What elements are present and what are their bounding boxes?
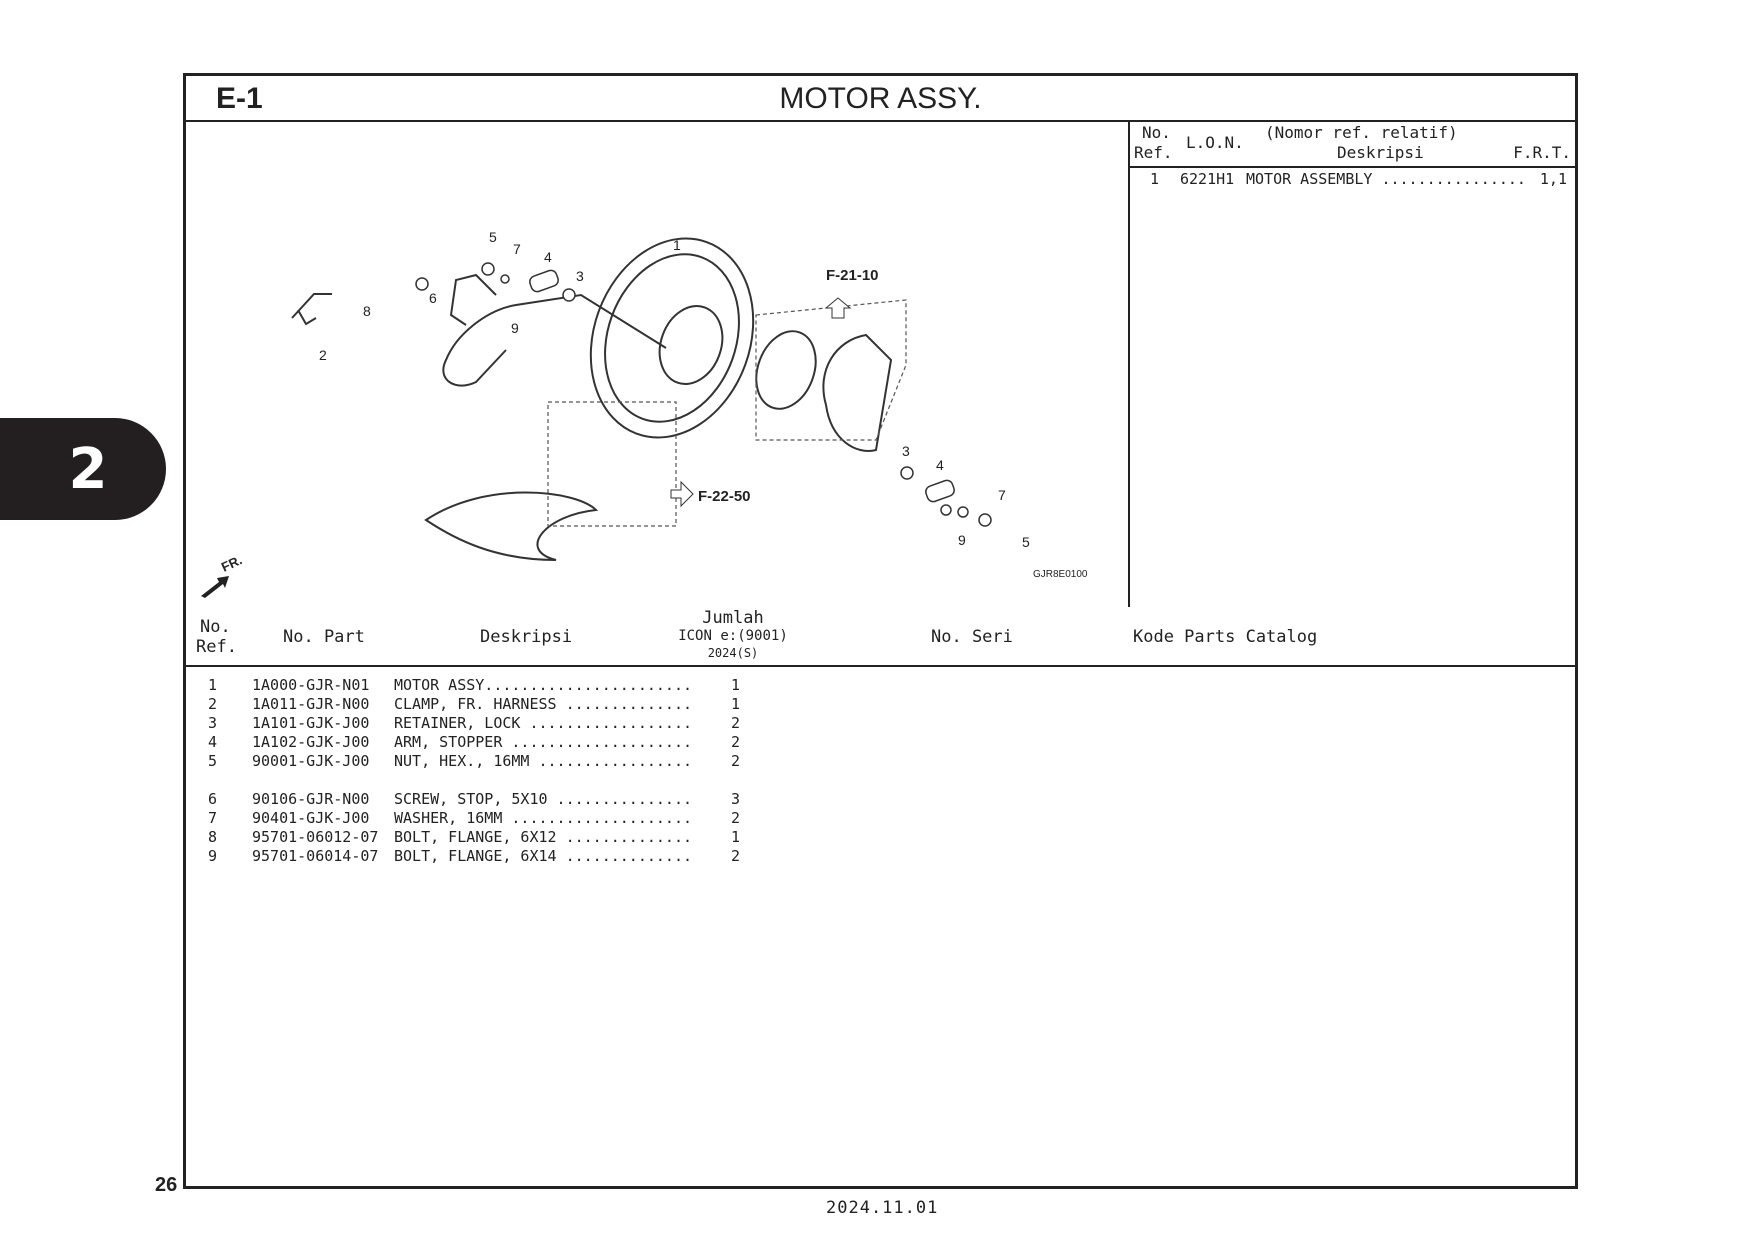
cell-description: ARM, STOPPER ....................: [394, 733, 693, 751]
lon-table-header: No. Ref. L.O.N. (Nomor ref. relatif) Des…: [1128, 120, 1575, 168]
figure-code: GJR8E0100: [1033, 569, 1088, 580]
hdr-desc: Deskripsi: [480, 627, 573, 647]
cell-description: BOLT, FLANGE, 6X12 ..............: [394, 828, 693, 846]
cell-quantity: 2: [731, 752, 741, 770]
title-row: E-1 MOTOR ASSY.: [186, 76, 1575, 122]
cell-ref: 6: [208, 790, 218, 808]
cell-part-number: 1A101-GJK-J00: [252, 714, 370, 732]
cell-quantity: 2: [731, 847, 741, 865]
cell-description: SCREW, STOP, 5X10 ...............: [394, 790, 693, 808]
parts-table-header: No. Ref. No. Part Deskripsi Jumlah ICON …: [186, 609, 1575, 667]
callout-7b: 7: [998, 487, 1006, 503]
direction-label: FR.: [219, 552, 244, 574]
section-code: E-1: [216, 82, 263, 115]
hdr-qty: Jumlah: [702, 608, 764, 628]
labor-operation-table: No. Ref. L.O.N. (Nomor ref. relatif) Des…: [1128, 120, 1575, 607]
cell-quantity: 1: [731, 828, 741, 846]
hdr-lon: L.O.N.: [1186, 133, 1244, 152]
brake-panel: [822, 333, 893, 452]
cell-description: NUT, HEX., 16MM .................: [394, 752, 693, 770]
ref-f-21-10[interactable]: F-21-10: [826, 267, 879, 284]
cell-description: WASHER, 16MM ....................: [394, 809, 693, 827]
motor-hub: [658, 305, 724, 385]
arrow-right-icon: [670, 480, 694, 508]
cell-ref: 7: [208, 809, 218, 827]
hdr-model: ICON e:(9001): [678, 628, 788, 644]
page-number: 26: [155, 1174, 178, 1196]
lon-desc: MOTOR ASSEMBLY ................: [1246, 170, 1526, 188]
callout-9b: 9: [958, 532, 966, 548]
publish-date: 2024.11.01: [826, 1198, 939, 1218]
lon-row: 1 6221H1 MOTOR ASSEMBLY ................…: [1128, 170, 1575, 189]
hdr-frt: F.R.T.: [1513, 143, 1571, 162]
hdr-part: No. Part: [283, 627, 365, 647]
cell-part-number: 1A102-GJK-J00: [252, 733, 370, 751]
cell-quantity: 2: [731, 809, 741, 827]
cell-ref: 2: [208, 695, 218, 713]
hdr-catalog: Kode Parts Catalog: [1133, 627, 1318, 647]
cell-ref: 8: [208, 828, 218, 846]
cell-ref: 4: [208, 733, 218, 751]
harness-clamp: [291, 293, 332, 326]
hdr-no: No.: [200, 617, 231, 637]
cell-part-number: 90106-GJR-N00: [252, 790, 370, 808]
callout-9: 9: [511, 320, 519, 336]
cell-part-number: 1A011-GJR-N00: [252, 695, 370, 713]
cell-ref: 9: [208, 847, 218, 865]
callout-4b: 4: [936, 457, 944, 473]
callout-5b: 5: [1022, 534, 1030, 550]
cell-description: CLAMP, FR. HARNESS ..............: [394, 695, 693, 713]
cell-part-number: 90401-GJK-J00: [252, 809, 370, 827]
callout-2: 2: [319, 347, 327, 363]
hdr-ref: Ref.: [1134, 143, 1173, 162]
lon-frt: 1,1: [1539, 170, 1567, 188]
lon-ref: 1: [1150, 170, 1160, 188]
wheel-rim: [589, 237, 755, 439]
motor-cable: [442, 273, 667, 387]
diagram-drawing: 1 2 3 4 5 6 7 8 9 3 4 5 7 9 F-21-10 F-22…: [201, 229, 1088, 598]
callout-5: 5: [489, 229, 497, 245]
page-title: MOTOR ASSY.: [779, 82, 982, 115]
cell-ref: 1: [208, 676, 218, 694]
cell-part-number: 95701-06012-07: [252, 828, 379, 846]
cell-description: MOTOR ASSY.......................: [394, 676, 693, 694]
section-tab: 2: [0, 418, 166, 520]
hdr-year: 2024(S): [707, 646, 759, 660]
callout-3: 3: [576, 268, 584, 284]
cell-quantity: 1: [731, 695, 741, 713]
hdr-ref: Ref.: [196, 637, 237, 657]
cell-ref: 5: [208, 752, 218, 770]
hdr-serial: No. Seri: [931, 627, 1013, 647]
cover: [424, 491, 599, 561]
cell-description: RETAINER, LOCK ..................: [394, 714, 693, 732]
hdr-no: No.: [1142, 123, 1171, 142]
ref-f-22-50[interactable]: F-22-50: [698, 488, 751, 505]
callout-7: 7: [513, 241, 521, 257]
cell-quantity: 1: [731, 676, 741, 694]
callout-6: 6: [429, 290, 437, 306]
front-direction-arrow-icon: [201, 576, 229, 598]
cell-quantity: 3: [731, 790, 741, 808]
exploded-diagram: 1 2 3 4 5 6 7 8 9 3 4 5 7 9 F-21-10 F-22…: [186, 120, 1130, 607]
cell-quantity: 2: [731, 733, 741, 751]
cell-part-number: 95701-06014-07: [252, 847, 379, 865]
cell-part-number: 90001-GJK-J00: [252, 752, 370, 770]
callout-4: 4: [544, 249, 552, 265]
callout-3b: 3: [902, 443, 910, 459]
cell-part-number: 1A000-GJR-N01: [252, 676, 370, 694]
arrow-up-icon: [824, 297, 852, 319]
hdr-desc: Deskripsi: [1337, 143, 1424, 162]
cell-description: BOLT, FLANGE, 6X14 ..............: [394, 847, 693, 865]
nut-5: [481, 262, 495, 276]
cell-quantity: 2: [731, 714, 741, 732]
callout-8: 8: [363, 303, 371, 319]
lon-code: 6221H1: [1180, 170, 1235, 188]
parts-page-frame: E-1 MOTOR ASSY. 1 2 3 4 5: [183, 73, 1578, 1189]
brake-shoe: [755, 330, 817, 410]
hdr-relative: (Nomor ref. relatif): [1265, 123, 1458, 142]
callout-1: 1: [673, 237, 681, 253]
cell-ref: 3: [208, 714, 218, 732]
